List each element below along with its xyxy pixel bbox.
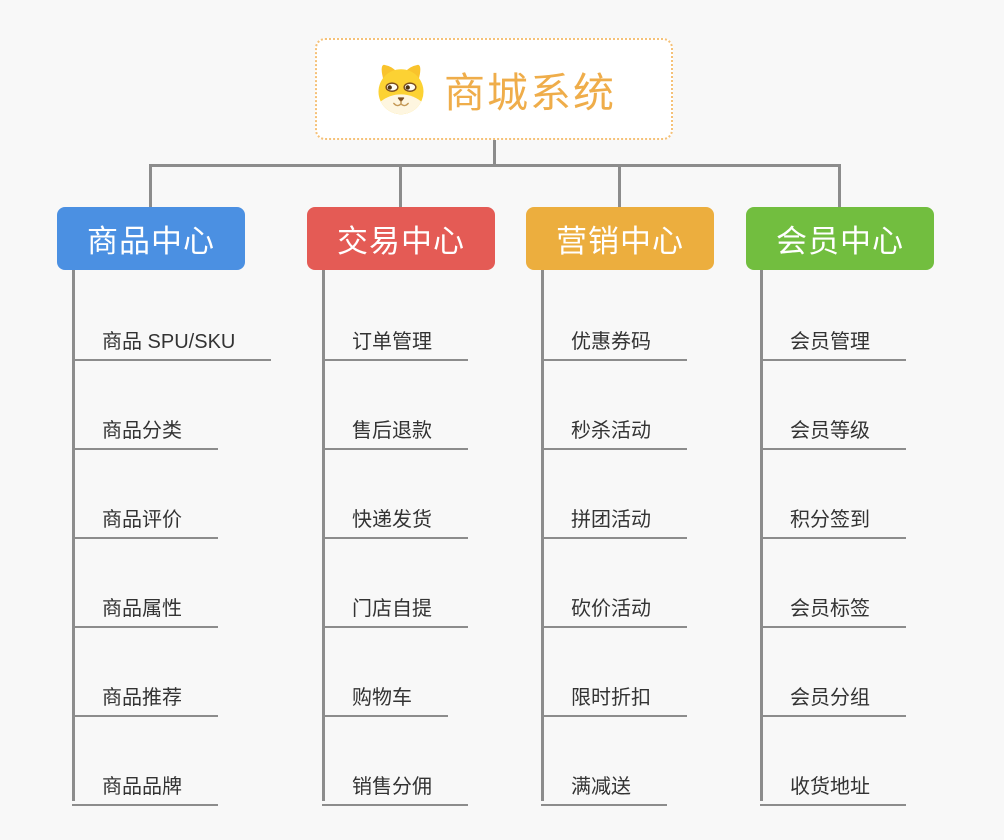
connector-drop-trade <box>399 164 402 207</box>
leaf-label: 商品品牌 <box>102 776 182 798</box>
leaf-label: 砍价活动 <box>571 598 651 620</box>
branch-label: 商品中心 <box>87 224 215 259</box>
leaf-node[interactable]: 商品评价 <box>72 494 218 539</box>
leaf-label: 商品评价 <box>102 509 182 531</box>
leaf-node[interactable]: 收货地址 <box>760 761 906 806</box>
leaf-label: 会员分组 <box>790 687 870 709</box>
leaf-node[interactable]: 商品分类 <box>72 405 218 450</box>
leaf-node[interactable]: 购物车 <box>322 672 448 717</box>
leaf-node[interactable]: 门店自提 <box>322 583 468 628</box>
branch-label: 交易中心 <box>337 224 465 259</box>
root-node[interactable]: 商城系统 <box>315 38 673 140</box>
leaf-node[interactable]: 售后退款 <box>322 405 468 450</box>
leaf-node[interactable]: 会员分组 <box>760 672 906 717</box>
trunk-members <box>760 270 763 801</box>
leaf-label: 商品属性 <box>102 598 182 620</box>
leaf-node[interactable]: 订单管理 <box>322 316 468 361</box>
leaf-node[interactable]: 商品品牌 <box>72 761 218 806</box>
leaf-label: 商品推荐 <box>102 687 182 709</box>
trunk-marketing <box>541 270 544 801</box>
leaf-node[interactable]: 砍价活动 <box>541 583 687 628</box>
connector-root-stem <box>493 140 496 166</box>
branch-node-member-center[interactable]: 会员中心 <box>746 207 934 270</box>
leaf-node[interactable]: 积分签到 <box>760 494 906 539</box>
connector-drop-members <box>838 164 841 207</box>
connector-drop-products <box>149 164 152 207</box>
leaf-node[interactable]: 商品推荐 <box>72 672 218 717</box>
leaf-node[interactable]: 销售分佣 <box>322 761 468 806</box>
dog-face-icon <box>372 62 430 116</box>
leaf-label: 积分签到 <box>790 509 870 531</box>
leaf-node[interactable]: 优惠券码 <box>541 316 687 361</box>
branch-node-trade-center[interactable]: 交易中心 <box>307 207 495 270</box>
leaf-node[interactable]: 会员管理 <box>760 316 906 361</box>
leaf-node[interactable]: 秒杀活动 <box>541 405 687 450</box>
leaf-label: 商品分类 <box>102 420 182 442</box>
leaf-label: 会员标签 <box>790 598 870 620</box>
leaf-label: 会员管理 <box>790 331 870 353</box>
leaf-node[interactable]: 限时折扣 <box>541 672 687 717</box>
trunk-products <box>72 270 75 801</box>
branch-label: 会员中心 <box>776 224 904 259</box>
leaf-label: 拼团活动 <box>571 509 651 531</box>
branch-node-marketing-center[interactable]: 营销中心 <box>526 207 714 270</box>
leaf-node[interactable]: 会员标签 <box>760 583 906 628</box>
trunk-trade <box>322 270 325 801</box>
leaf-label: 购物车 <box>352 687 412 709</box>
connector-drop-marketing <box>618 164 621 207</box>
leaf-label: 秒杀活动 <box>571 420 651 442</box>
leaf-label: 优惠券码 <box>571 331 651 353</box>
leaf-label: 门店自提 <box>352 598 432 620</box>
leaf-node[interactable]: 会员等级 <box>760 405 906 450</box>
connector-bus <box>149 164 841 167</box>
leaf-label: 收货地址 <box>790 776 870 798</box>
leaf-label: 订单管理 <box>352 331 432 353</box>
leaf-label: 商品 SPU/SKU <box>102 331 236 353</box>
leaf-label: 满减送 <box>571 776 631 798</box>
leaf-label: 会员等级 <box>790 420 870 442</box>
leaf-node[interactable]: 拼团活动 <box>541 494 687 539</box>
leaf-label: 限时折扣 <box>571 687 651 709</box>
leaf-node[interactable]: 商品 SPU/SKU <box>72 316 272 361</box>
leaf-node[interactable]: 满减送 <box>541 761 667 806</box>
branch-node-product-center[interactable]: 商品中心 <box>57 207 245 270</box>
leaf-label: 售后退款 <box>352 420 432 442</box>
leaf-label: 快递发货 <box>352 509 432 531</box>
leaf-node[interactable]: 商品属性 <box>72 583 218 628</box>
leaf-label: 销售分佣 <box>352 776 432 798</box>
root-title: 商城系统 <box>444 70 616 116</box>
leaf-node[interactable]: 快递发货 <box>322 494 468 539</box>
branch-label: 营销中心 <box>556 224 684 259</box>
